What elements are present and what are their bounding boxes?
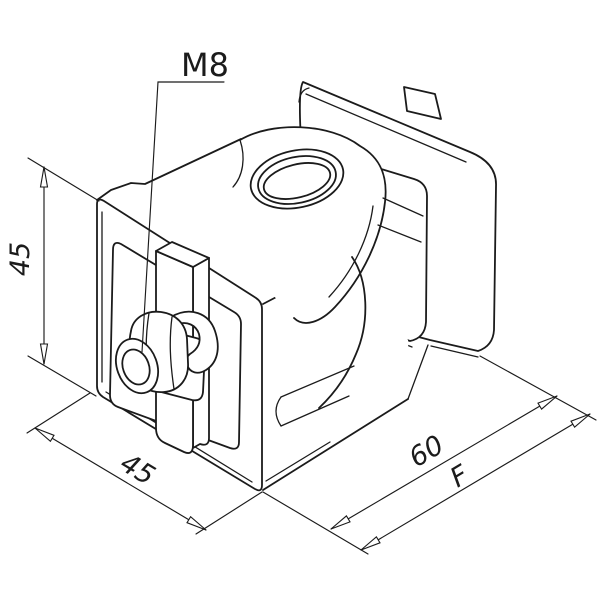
arrowhead (330, 515, 351, 530)
arrowhead (39, 343, 49, 365)
dimension-plate-F: F (360, 413, 591, 551)
thread-label: M8 (181, 46, 229, 84)
thread-callout: M8 (141, 46, 229, 353)
hinge-knuckle (224, 126, 387, 324)
dimension-height-45: 45 (5, 157, 100, 397)
arrowhead (537, 395, 558, 410)
dim-plate-length-label: F (445, 459, 475, 494)
arrowhead (34, 427, 55, 443)
dim-height-label: 45 (5, 242, 36, 276)
knuckle-inner-wall (328, 205, 374, 298)
arrowhead (39, 166, 49, 188)
knuckle-outline (239, 126, 387, 324)
dim-plate-width-label: 60 (404, 430, 449, 474)
swing-arm (265, 197, 429, 482)
bolt-assembly (115, 310, 219, 402)
dim-width-label: 45 (115, 448, 160, 492)
knuckle-base-blend (232, 139, 244, 188)
arrowhead (570, 413, 591, 429)
washer-inner (121, 348, 151, 386)
pivot-bore (249, 148, 345, 210)
body-top-face (96, 138, 253, 295)
boss-silhouette (318, 256, 367, 409)
arrowhead (186, 515, 207, 531)
extension-lines (262, 355, 597, 555)
arrowhead (360, 535, 381, 551)
plate-tab (403, 86, 442, 120)
